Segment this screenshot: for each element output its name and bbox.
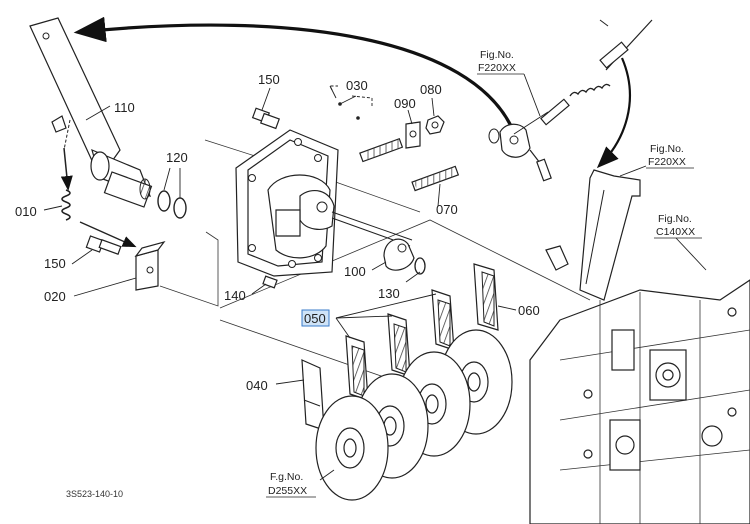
bolt-top-part — [251, 107, 280, 130]
circlip-part — [414, 257, 426, 275]
clutch-discs — [315, 329, 513, 501]
o-ring-part — [157, 190, 187, 219]
transmission-case-part — [529, 279, 750, 524]
callout-050[interactable]: 050 — [304, 311, 326, 326]
leader-lines — [43, 87, 707, 481]
bolt-left-part — [85, 235, 122, 255]
washer-part — [405, 121, 421, 149]
curved-arrow-top — [73, 16, 514, 129]
callout-090: 090 — [394, 96, 416, 111]
friction-plate-050 — [345, 289, 455, 401]
fig-ref-f220-right-label: Fig.No. — [650, 143, 684, 155]
lever-arm-part — [383, 238, 415, 271]
shift-lever-part — [29, 17, 153, 208]
stud-bolt-part — [329, 85, 404, 163]
fig-ref-f220-right-code: F220XX — [648, 156, 686, 168]
stud-070-part — [411, 165, 460, 192]
fig-ref-d255-label: F.g.No. — [270, 471, 303, 483]
callout-150-top: 150 — [258, 72, 280, 87]
callout-010: 010 — [15, 204, 37, 219]
diagram-code: 3S523-140-10 — [66, 489, 123, 499]
callout-100: 100 — [344, 264, 366, 279]
callout-140: 140 — [224, 288, 246, 303]
friction-plate-060 — [473, 263, 499, 331]
callout-080: 080 — [420, 82, 442, 97]
callout-060: 060 — [518, 303, 540, 318]
nut-part — [425, 115, 445, 135]
fig-ref-f220-top-code: F220XX — [478, 62, 516, 74]
curved-arrow-right — [596, 57, 631, 169]
callout-130: 130 — [378, 286, 400, 301]
fig-ref-f220-top-label: Fig.No. — [480, 49, 514, 61]
cable-linkage-part — [488, 19, 653, 182]
spring-part — [60, 119, 73, 221]
cover-plate-part — [235, 129, 339, 277]
fig-ref-c140-label: Fig.No. — [658, 213, 692, 225]
callout-030: 030 — [346, 78, 368, 93]
pin-part — [262, 275, 278, 289]
callout-120: 120 — [166, 150, 188, 165]
callout-070: 070 — [436, 202, 458, 217]
assembly-outline — [159, 139, 591, 387]
callout-040: 040 — [246, 378, 268, 393]
callout-150-left: 150 — [44, 256, 66, 271]
callout-050-highlight — [301, 309, 330, 327]
callout-110: 110 — [114, 100, 135, 115]
separator-plate-040 — [301, 359, 325, 431]
fig-ref-c140-code: C140XX — [656, 226, 695, 238]
callout-020: 020 — [44, 289, 66, 304]
fig-ref-d255-code: D255XX — [268, 485, 307, 497]
side-bracket-part — [545, 169, 641, 301]
bracket-part — [134, 240, 166, 291]
